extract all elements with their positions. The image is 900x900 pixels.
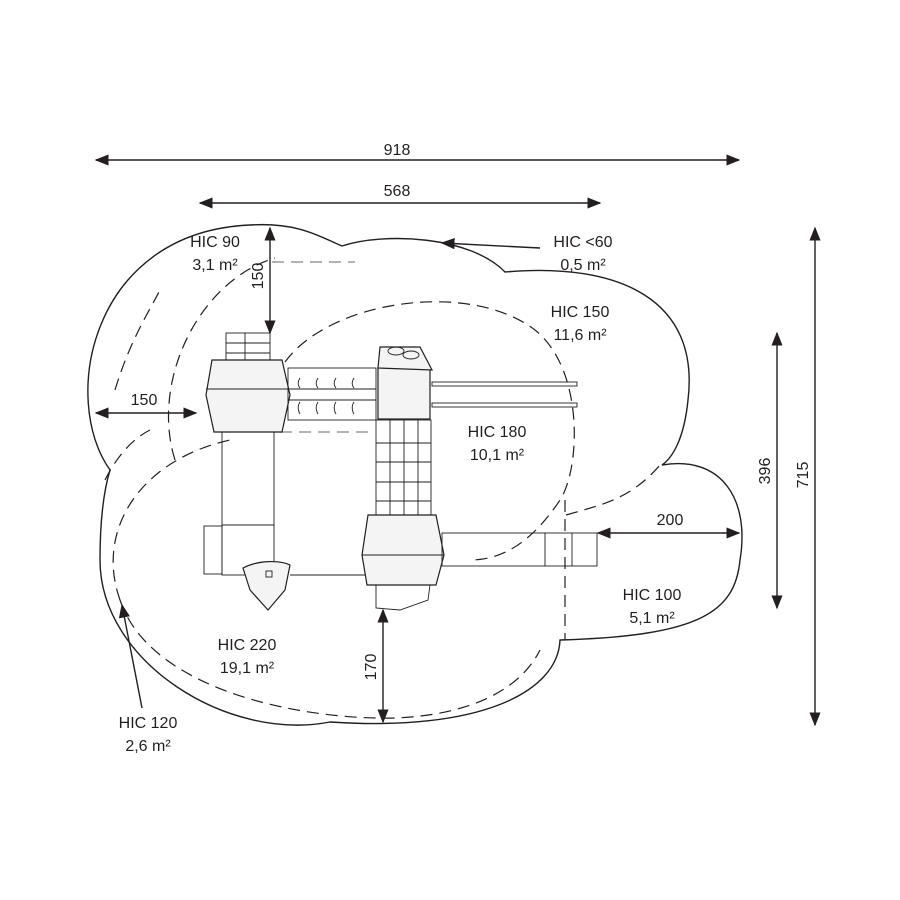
dim-total-depth: 715 [795, 462, 812, 489]
zone-hic150-area: 11,6 m² [553, 327, 607, 344]
play-structure [203, 332, 598, 611]
zone-hic100-label: HIC 100 [623, 587, 682, 604]
slide [441, 532, 598, 567]
dim-equipment-width: 568 [384, 183, 411, 200]
zone-hic120-area: 2,6 m² [125, 738, 171, 755]
dim-right-clearance: 200 [657, 512, 684, 529]
tower-roof-right [361, 514, 445, 586]
platform-center [377, 366, 431, 420]
zone-hic180-area: 10,1 m² [470, 447, 525, 464]
leader-hic120 [118, 603, 143, 709]
zone-hic60-label: HIC <60 [553, 234, 612, 251]
steering-wheels [377, 346, 434, 371]
safety-zone-boundary [87, 223, 743, 726]
zone-hic150-label: HIC 150 [551, 304, 610, 321]
small-roof [242, 561, 291, 611]
zone-hic220-label: HIC 220 [218, 637, 277, 654]
dim-equipment-depth: 396 [757, 458, 774, 485]
zone-hic220-area: 19,1 m² [220, 660, 275, 677]
rope-bridge [287, 367, 377, 421]
dim-top-clearance: 150 [250, 263, 267, 290]
hic-zone-dashed-lines [104, 257, 661, 719]
zone-hic60-area: 0,5 m² [560, 257, 606, 274]
ladder [225, 332, 271, 364]
zone-hic90-label: HIC 90 [190, 234, 240, 251]
ramp [203, 431, 275, 576]
dim-total-width: 918 [384, 142, 411, 159]
zone-hic120-label: HIC 120 [119, 715, 178, 732]
leader-hic60 [440, 238, 541, 250]
dimension-labels: 918 568 715 396 150 150 200 170 [131, 142, 812, 680]
dim-bottom-clearance: 170 [363, 654, 380, 681]
climbing-net [375, 419, 432, 516]
dimension-lines [94, 154, 821, 727]
zone-hic100-area: 5,1 m² [629, 610, 675, 627]
dim-left-clearance: 150 [131, 392, 158, 409]
tower-roof-left [205, 359, 291, 433]
zone-hic90-area: 3,1 m² [192, 257, 238, 274]
hic-zone-labels: HIC 90 3,1 m² HIC <60 0,5 m² HIC 150 11,… [119, 234, 682, 755]
zone-hic180-label: HIC 180 [468, 424, 527, 441]
climbing-bars [431, 381, 578, 408]
